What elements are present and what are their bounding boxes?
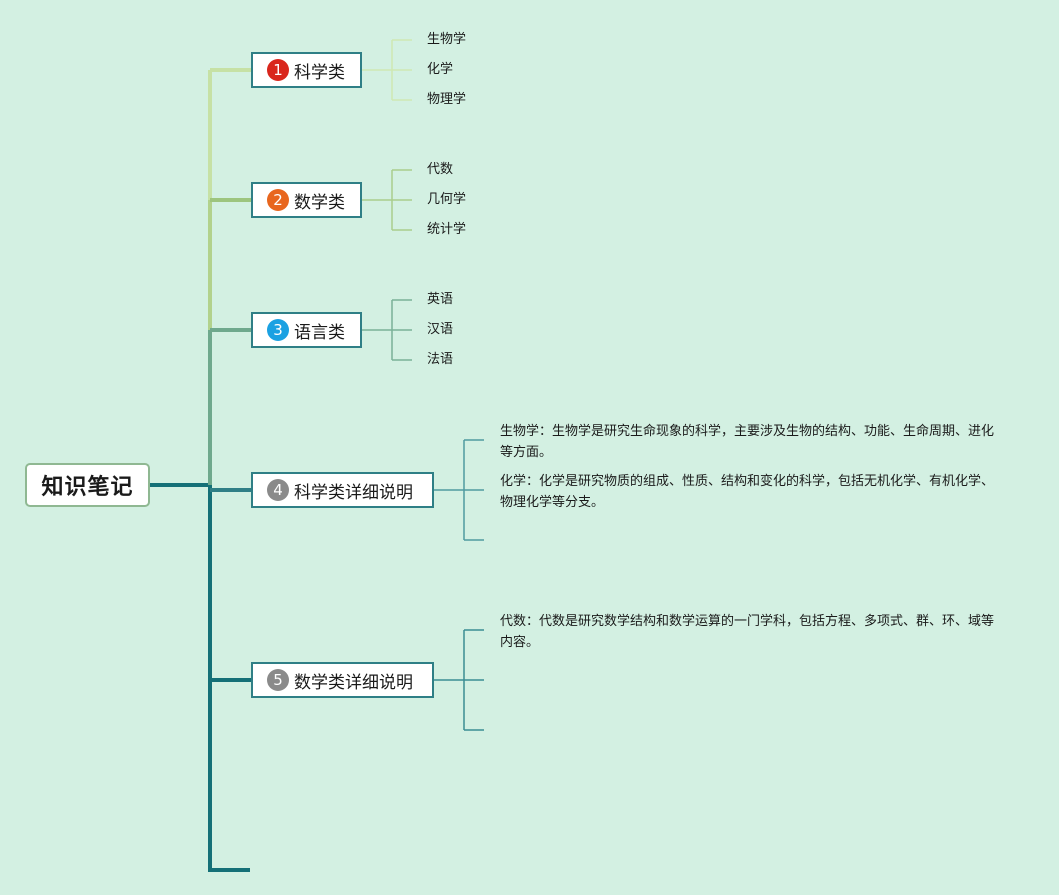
branch-label: 数学类 (294, 192, 345, 213)
number-badge-icon: 3 (267, 319, 289, 341)
branch-label: 科学类详细说明 (294, 482, 413, 503)
connector-leaves-1 (362, 39, 412, 101)
leaf-chemistry[interactable]: 化学 (427, 62, 454, 77)
leaf-statistics[interactable]: 统计学 (427, 222, 467, 237)
desc-biology[interactable]: 生物学：生物学是研究生命现象的科学，主要涉及生物的结构、功能、生命周期、进化等方… (500, 424, 995, 460)
branch-node-science[interactable]: 1 科学类 (251, 52, 362, 88)
root-node[interactable]: 知识笔记 (25, 463, 150, 507)
leaf-english[interactable]: 英语 (427, 292, 454, 307)
leaf-biology[interactable]: 生物学 (427, 32, 467, 47)
number-badge-icon: 2 (267, 189, 289, 211)
leaf-physics[interactable]: 物理学 (427, 92, 467, 107)
desc-algebra[interactable]: 代数：代数是研究数学结构和数学运算的一门学科，包括方程、多项式、群、环、域等内容… (500, 614, 995, 650)
branch-node-math-details[interactable]: 5 数学类详细说明 (251, 662, 434, 698)
number-badge-icon: 1 (267, 59, 289, 81)
connector-leaves-4 (434, 439, 484, 541)
number-badge-icon: 5 (267, 669, 289, 691)
leaf-chinese[interactable]: 汉语 (427, 322, 454, 337)
leaf-geometry[interactable]: 几何学 (427, 192, 467, 207)
branch-node-science-details[interactable]: 4 科学类详细说明 (251, 472, 434, 508)
branch-node-math[interactable]: 2 数学类 (251, 182, 362, 218)
branch-label: 数学类详细说明 (294, 672, 413, 693)
branch-node-language[interactable]: 3 语言类 (251, 312, 362, 348)
connector-leaves-2 (362, 169, 412, 231)
branch-label: 科学类 (294, 62, 345, 83)
root-node-label: 知识笔记 (41, 475, 134, 500)
connector-leaves-5 (434, 629, 484, 731)
desc-chemistry[interactable]: 化学：化学是研究物质的组成、性质、结构和变化的科学，包括无机化学、有机化学、物理… (500, 474, 995, 510)
branch-label: 语言类 (294, 322, 345, 343)
number-badge-icon: 4 (267, 479, 289, 501)
leaf-french[interactable]: 法语 (427, 352, 454, 367)
leaf-algebra[interactable]: 代数 (427, 162, 454, 177)
connector-leaves-3 (362, 299, 412, 361)
